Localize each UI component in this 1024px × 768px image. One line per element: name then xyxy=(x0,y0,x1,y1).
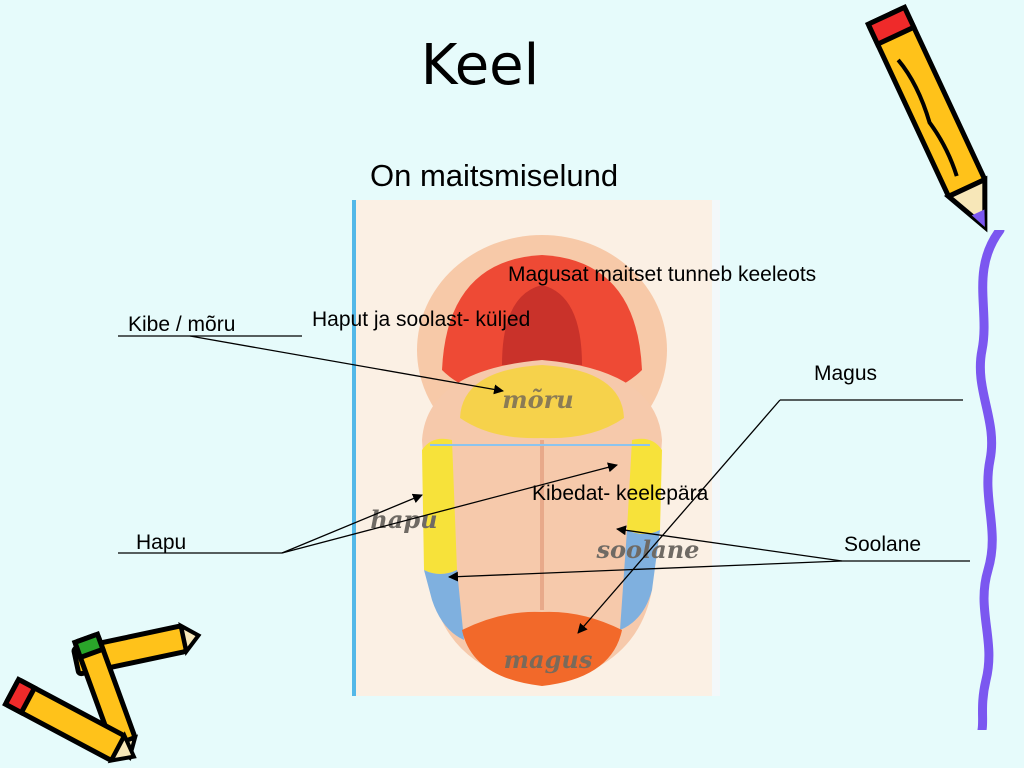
pencil-icon xyxy=(864,3,988,233)
region-label-bitter: mõru xyxy=(502,385,574,414)
sour-leader-arrow-1 xyxy=(281,493,423,554)
tongue-illustration: mõru hapu soolane magus xyxy=(352,200,720,696)
slide-title: Keel xyxy=(420,33,540,98)
salty-leader-arrow-2 xyxy=(448,560,843,582)
slide-subtitle: On maitsmiselund xyxy=(370,158,619,193)
salty-leader-arrow-1 xyxy=(616,525,843,562)
back-note: Kibedat- keelepära xyxy=(532,482,709,505)
crossed-pencils-icon xyxy=(2,621,202,764)
region-label-salty: soolane xyxy=(596,535,700,564)
region-salty-lower xyxy=(620,530,660,630)
region-sour-upper xyxy=(422,438,457,574)
bitter-leader-arrow xyxy=(189,335,504,395)
region-sour-lower xyxy=(424,570,464,640)
region-label-sour: hapu xyxy=(370,505,437,534)
sour-leader-arrow-2 xyxy=(281,462,618,554)
tip-note: Magusat maitset tunneb keeleots xyxy=(508,263,817,286)
uvula-area xyxy=(502,285,582,365)
image-right-edge xyxy=(712,200,720,696)
region-label-sweet: magus xyxy=(504,645,593,674)
label-sour: Hapu xyxy=(136,531,187,554)
sides-note: Haput ja soolast- küljed xyxy=(312,308,531,331)
decorative-wave-line xyxy=(975,230,1005,730)
label-salty: Soolane xyxy=(844,533,922,556)
label-sweet: Magus xyxy=(814,362,878,385)
region-bitter xyxy=(460,365,624,439)
image-left-edge xyxy=(352,200,356,696)
label-bitter: Kibe / mõru xyxy=(128,313,236,336)
sweet-leader-arrow xyxy=(577,399,781,634)
region-salty-upper xyxy=(627,438,662,534)
